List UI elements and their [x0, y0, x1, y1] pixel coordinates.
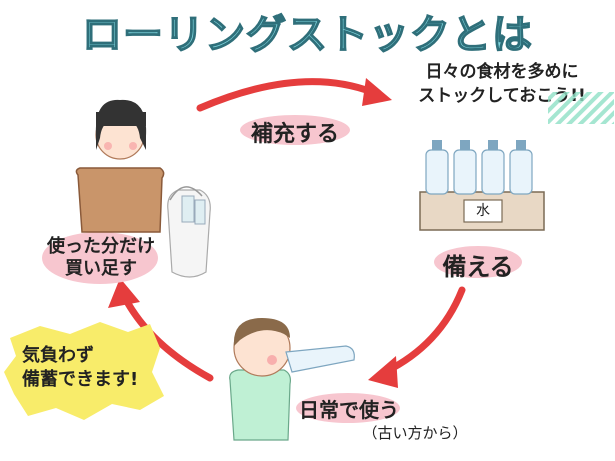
stock-note-line1: 日々の食材を多めに: [425, 62, 579, 82]
arrow-replenish: [196, 78, 392, 112]
child-drinking-illustration: [229, 318, 355, 441]
callout-text: 気負わず 備蓄できます!: [14, 344, 162, 392]
step-replenish-label: 補充する: [250, 122, 339, 147]
step-prepare-label: 備える: [442, 253, 514, 281]
buy-used-label-bg: [42, 232, 158, 284]
replenish-label-bg: [240, 115, 350, 145]
woman-with-bag-illustration: [75, 99, 211, 278]
stock-note-line2: ストックしておこう!!: [418, 86, 586, 106]
note-highlight-stripes: [548, 92, 614, 124]
callout-line2: 備蓄できます!: [22, 369, 139, 390]
callout-burst: [4, 322, 164, 420]
stock-note: 日々の食材を多めに ストックしておこう!!: [392, 60, 612, 108]
page-title: ローリングストックとは: [81, 11, 533, 59]
callout-line1: 気負わず: [22, 345, 94, 366]
step-buy-used-line2: 買い足す: [65, 258, 137, 279]
arrow-buy-used: [108, 278, 214, 382]
prepare-label-bg: [434, 246, 522, 278]
arrow-daily-use: [368, 286, 466, 388]
step-buy-used-line1: 使った分だけ: [47, 236, 155, 257]
step-buy-used-label: 使った分だけ 買い足す: [40, 236, 162, 280]
daily-use-label-bg: [296, 393, 400, 423]
water-bottle-box-illustration: [419, 140, 545, 231]
step-daily-use-label: 日常で使う: [299, 398, 399, 422]
water-box-label: 水: [476, 203, 490, 219]
step-daily-use-sub-label: （古い方から）: [362, 424, 468, 442]
